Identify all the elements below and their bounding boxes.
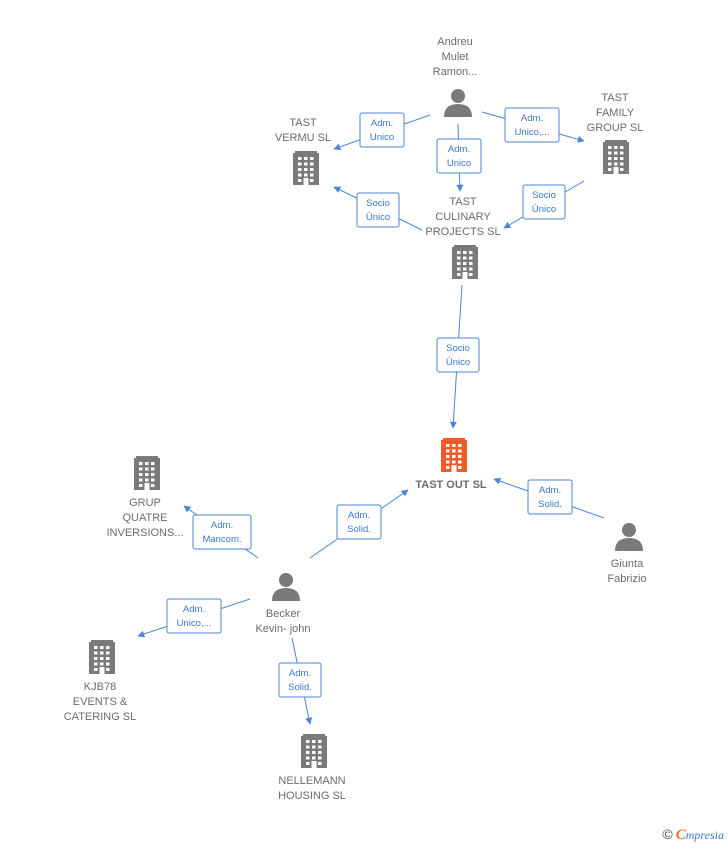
- edge-label-box: [527, 479, 573, 515]
- person-icon: [615, 523, 643, 551]
- node-label: CULINARY: [435, 211, 491, 223]
- node-label: CATERING SL: [64, 711, 137, 723]
- edge-label-text: Solid.: [288, 682, 312, 693]
- edge-label-box: [359, 112, 405, 148]
- brand-logo-e: C: [675, 827, 686, 843]
- node-label: Andreu: [437, 36, 472, 48]
- building-icon: [603, 140, 629, 174]
- company-node[interactable]: GRUP QUATRE INVERSIONS...: [106, 456, 184, 539]
- edge-label-text: Único: [446, 357, 470, 368]
- edge-label-box: [166, 598, 222, 634]
- node-label: Ramon...: [433, 66, 478, 78]
- person-icon: [272, 573, 300, 601]
- node-label: FAMILY: [596, 107, 635, 119]
- edge-label-text: Adm.: [539, 485, 561, 496]
- edge-label-text: Adm.: [211, 520, 233, 531]
- company-node[interactable]: TAST FAMILY GROUP SL: [587, 92, 644, 174]
- edge-label-box: [436, 337, 480, 373]
- edge-label-text: Solid.: [538, 499, 562, 510]
- edge-label-box: [522, 184, 566, 220]
- edge-label-box: [356, 192, 400, 228]
- edge-label-text: Único: [366, 212, 390, 223]
- node-label: TAST OUT SL: [415, 479, 487, 491]
- node-label: EVENTS &: [73, 696, 128, 708]
- node-label: GROUP SL: [587, 122, 644, 134]
- relation-edge[interactable]: Adm. Unico: [436, 123, 482, 192]
- node-label: HOUSING SL: [278, 790, 346, 802]
- building-icon: [134, 456, 160, 490]
- relation-edge[interactable]: Adm. Solid.: [309, 489, 409, 559]
- edge-label-box: [278, 662, 322, 698]
- brand-name: mpresia: [685, 828, 724, 842]
- relation-edge[interactable]: Adm. Solid.: [278, 637, 322, 725]
- node-label: Becker: [266, 608, 301, 620]
- edge-label-text: Socio: [366, 198, 390, 209]
- company-node[interactable]: TAST CULINARY PROJECTS SL: [425, 196, 501, 279]
- company-node[interactable]: TAST OUT SL: [415, 438, 487, 491]
- edge-label-box: [336, 504, 382, 540]
- company-node[interactable]: TAST VERMU SL: [275, 117, 331, 185]
- node-label: Giunta: [611, 558, 644, 570]
- edge-label-text: Solid.: [347, 524, 371, 535]
- edge-label-text: Mancom.: [202, 534, 241, 545]
- edge-label-text: Socio: [446, 343, 470, 354]
- edge-label-box: [436, 138, 482, 174]
- edge-label-text: Adm.: [348, 510, 370, 521]
- edge-label-box: [192, 514, 252, 550]
- edge-label-text: Adm.: [521, 113, 543, 124]
- empresia-brand: ©Cmpresia: [662, 826, 724, 844]
- node-label: PROJECTS SL: [425, 226, 500, 238]
- person-node[interactable]: AndreuMuletRamon...: [433, 36, 478, 117]
- node-label: GRUP: [129, 497, 161, 509]
- node-label: VERMU SL: [275, 132, 331, 144]
- edge-label-text: Unico: [447, 158, 471, 169]
- building-icon: [293, 151, 319, 185]
- node-label: Kevin- john: [255, 623, 310, 635]
- node-label: Mulet: [442, 51, 469, 63]
- edge-label-text: Adm.: [183, 604, 205, 615]
- relation-edge[interactable]: Adm. Mancom.: [183, 505, 259, 559]
- building-icon: [301, 734, 327, 768]
- edge-label-text: Adm.: [289, 668, 311, 679]
- relation-edge[interactable]: Adm. Solid.: [493, 477, 605, 519]
- edge-label-text: Único: [532, 204, 556, 215]
- building-icon: [89, 640, 115, 674]
- node-label: QUATRE: [122, 512, 167, 524]
- edge-label-text: Adm.: [448, 144, 470, 155]
- edge-label-text: Unico: [370, 132, 394, 143]
- relation-edge[interactable]: Adm. Unico: [333, 112, 431, 151]
- edges-layer: Adm.UnicoAdm.Unico,...Adm.UnicoSocioÚnic…: [137, 107, 605, 725]
- node-label: Fabrizio: [607, 573, 646, 585]
- relation-edge[interactable]: Adm. Unico,...: [137, 598, 251, 638]
- edge-label-text: Unico,...: [515, 127, 550, 138]
- company-node[interactable]: NELLEMANN HOUSING SL: [278, 734, 346, 802]
- copyright-symbol: ©: [662, 826, 673, 842]
- relation-edge[interactable]: Adm. Unico,...: [481, 107, 585, 143]
- node-label: TAST: [449, 196, 477, 208]
- node-label: NELLEMANN: [278, 775, 345, 787]
- edge-label-text: Socio: [532, 190, 556, 201]
- node-label: KJB78: [84, 681, 116, 693]
- edge-label-text: Adm.: [371, 118, 393, 129]
- building-icon: [452, 245, 478, 279]
- edge-label-box: [504, 107, 560, 143]
- node-label: TAST: [601, 92, 629, 104]
- building-icon: [441, 438, 467, 472]
- node-label: TAST: [289, 117, 317, 129]
- node-label: INVERSIONS...: [106, 527, 183, 539]
- edge-label-text: Unico,...: [177, 618, 212, 629]
- person-icon: [444, 89, 472, 117]
